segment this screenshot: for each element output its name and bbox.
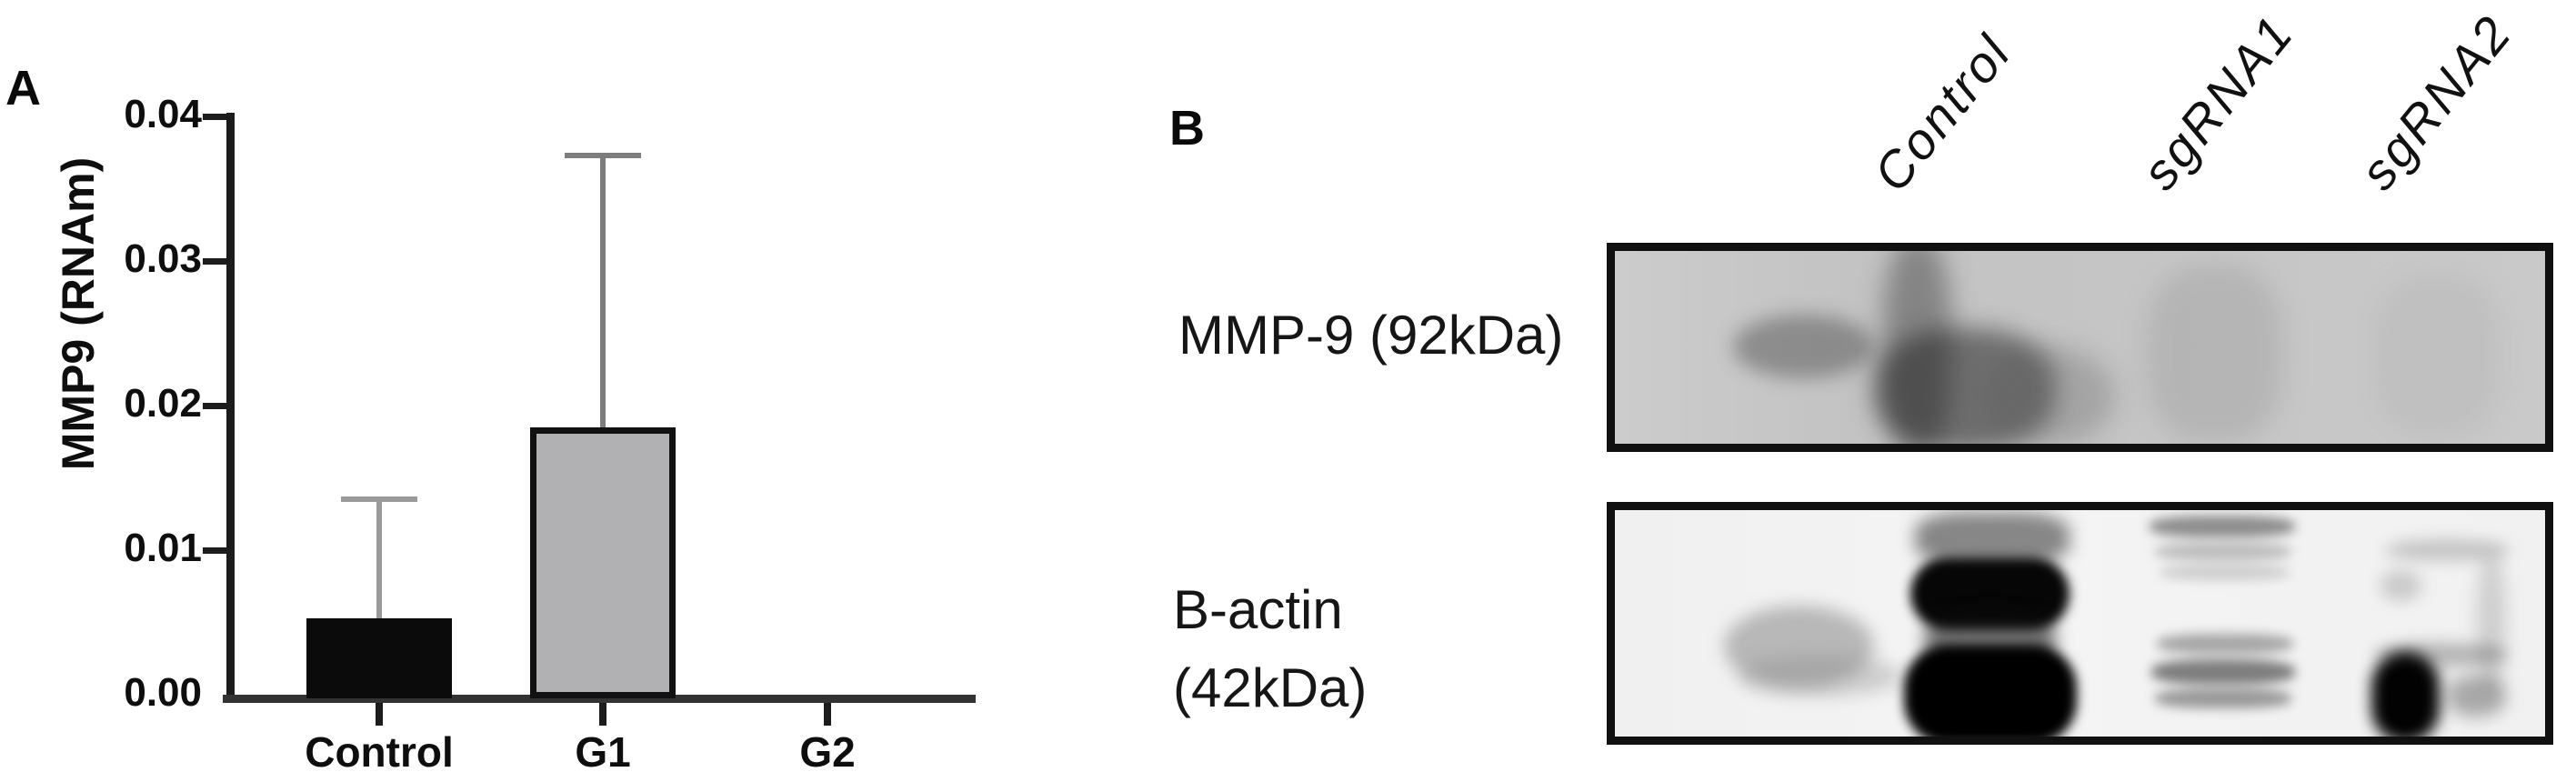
blot-band: [2151, 659, 2295, 685]
western-blot-mmp9: [1607, 243, 2553, 452]
blot-row-label-bactin: B-actin (42kDa): [1173, 571, 1367, 727]
error-bar-cap: [341, 496, 417, 503]
blot-band: [2477, 554, 2506, 690]
bar: [306, 617, 452, 698]
panel-b-label: B: [1169, 101, 1205, 155]
blot-band: [2157, 634, 2293, 654]
blot-band: [2386, 539, 2509, 561]
blot-band: [1738, 656, 1901, 697]
blot-row-label-bactin-line2: (42kDa): [1173, 657, 1368, 718]
blot-band: [2447, 676, 2506, 717]
y-tick-label: 0.04: [124, 92, 202, 136]
x-axis-tick: [599, 703, 606, 726]
blot-band: [2155, 688, 2291, 708]
lane-label-sgrna1: sgRNA1: [2130, 4, 2305, 201]
x-axis-tick: [824, 703, 831, 726]
blot-band: [2147, 265, 2283, 442]
blot-band: [1874, 328, 2056, 444]
error-bar-cap: [565, 152, 641, 158]
y-tick-label: 0.01: [124, 526, 202, 570]
lane-label-control: Control: [1862, 23, 2022, 203]
blot-band: [2381, 570, 2421, 601]
x-tick-label: G2: [799, 728, 856, 776]
x-tick-label: Control: [305, 728, 454, 776]
panel-a-label: A: [5, 61, 41, 115]
bar: [530, 426, 676, 698]
blot-band: [1979, 346, 2115, 444]
blot-row-label-mmp9: MMP-9 (92kDa): [1178, 305, 1564, 366]
lane-label-sgrna2: sgRNA2: [2349, 4, 2523, 201]
y-axis-tick: [203, 258, 232, 265]
x-tick-label: G1: [575, 728, 631, 776]
blot-band: [2160, 565, 2290, 580]
blot-band: [2150, 516, 2295, 537]
error-bar-line: [600, 155, 606, 427]
blot-band: [1724, 606, 1874, 687]
y-axis-tick: [203, 403, 232, 409]
blot-band: [2374, 274, 2501, 437]
y-tick-label: 0.03: [124, 236, 202, 281]
blot-band: [1915, 512, 2070, 565]
y-tick-label: 0.00: [124, 670, 202, 715]
x-axis: [223, 695, 976, 703]
y-axis-tick: [203, 114, 232, 120]
blot-band: [2371, 652, 2440, 737]
x-axis-tick: [376, 703, 383, 726]
y-tick-label: 0.02: [124, 381, 202, 426]
error-bar-line: [376, 499, 382, 618]
blot-band: [2155, 543, 2291, 560]
y-axis-tick: [203, 547, 232, 554]
western-blot-bactin: [1607, 502, 2553, 745]
blot-row-label-bactin-line1: B-actin: [1173, 579, 1343, 640]
blot-band: [1733, 315, 1874, 378]
blot-band: [1904, 645, 2077, 737]
